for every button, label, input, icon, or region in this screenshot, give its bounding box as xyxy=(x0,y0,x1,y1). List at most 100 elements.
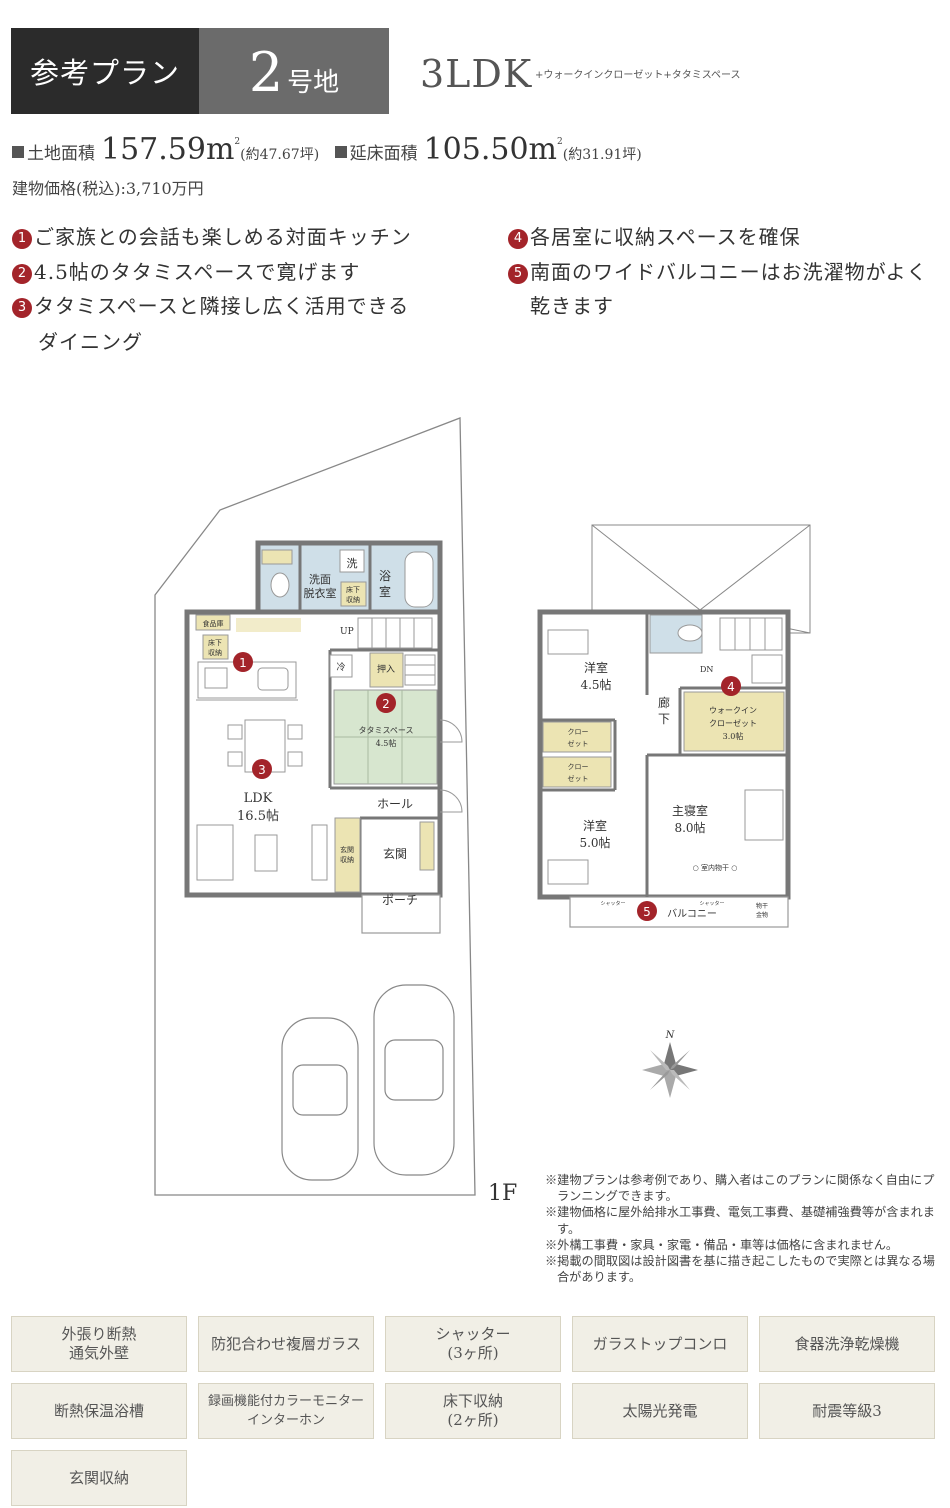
feature-text: 南面のワイドバルコニーはお洗濯物がよく xyxy=(530,260,928,284)
spec-box: 耐震等級3 xyxy=(759,1383,935,1439)
feature-item-cont: 乾きます xyxy=(530,290,614,319)
feature-number: 1 xyxy=(12,229,32,249)
spec-box: 玄関収納 xyxy=(11,1450,187,1506)
spec-box: 太陽光発電 xyxy=(572,1383,748,1439)
lot-number: 2 xyxy=(248,41,284,104)
land-area-label: 土地面積 xyxy=(27,144,95,164)
land-area-unit-sup: 2 xyxy=(234,137,241,147)
spec-box: 食器洗浄乾燥機 xyxy=(759,1316,935,1372)
corridor-label: 廊 xyxy=(658,695,670,710)
feature-text: ダイニング xyxy=(38,330,143,354)
marker-4-icon xyxy=(721,676,741,696)
floor-area-tsubo: (約31.91坪) xyxy=(562,147,642,163)
stair-up-label: UP xyxy=(340,627,354,637)
genkan-label: 玄関 xyxy=(383,846,407,861)
notes: ※建物プランは参考例であり、購入者はこのプランに関係なく自由にプランニングできま… xyxy=(545,1172,940,1285)
master-bedroom-size: 8.0帖 xyxy=(674,820,705,835)
feature-text: 乾きます xyxy=(530,294,614,318)
note-item: ※建物価格に屋外給排水工事費、電気工事費、基礎補強費等が含まれます。 xyxy=(545,1205,935,1236)
floor-area-label: 延床面積 xyxy=(349,144,418,164)
feature-number: 3 xyxy=(12,298,32,318)
compass-north-label: N xyxy=(665,1030,676,1041)
washer-label: 洗 xyxy=(347,557,358,570)
bath-label: 浴 xyxy=(379,569,391,583)
note-item: ※外構工事費・家具・家電・備品・車等は価格に含まれません。 xyxy=(545,1237,899,1252)
spec-box: 外張り断熱 通気外壁 xyxy=(11,1316,187,1372)
spec-box: シャッター (3ヶ所) xyxy=(385,1316,561,1372)
closet-label: ゼット xyxy=(568,739,589,748)
marker-1-icon xyxy=(233,652,253,672)
underfloor-label: 床下 xyxy=(208,638,222,647)
washroom-label: 脱衣室 xyxy=(304,586,337,600)
bullet-square-icon xyxy=(12,146,24,158)
tatami-size: 4.5帖 xyxy=(376,738,397,748)
hanger-label: 金物 xyxy=(756,911,768,919)
feature-number: 2 xyxy=(12,264,32,284)
fridge-label: 冷 xyxy=(336,661,345,673)
underfloor-label: 収納 xyxy=(346,595,360,604)
room-label: 洋室 xyxy=(583,818,607,833)
underfloor-label: 収納 xyxy=(208,648,222,657)
corridor-label: 下 xyxy=(658,712,670,726)
feature-item-cont: ダイニング xyxy=(38,326,143,355)
feature-text: 各居室に収納スペースを確保 xyxy=(530,225,801,249)
marker-number: 3 xyxy=(258,763,266,777)
tatami-label: タタミスペース xyxy=(358,726,413,735)
spec-box: ガラストップコンロ xyxy=(572,1316,748,1372)
underfloor-label: 床下 xyxy=(346,585,360,594)
indoor-drying-label: ○ 室内物干 ○ xyxy=(693,863,738,872)
marker-3-icon xyxy=(252,759,272,779)
car-icon xyxy=(281,984,455,1181)
layout-type: 3LDK xyxy=(420,52,533,96)
building-price: 建物価格(税込):3,710万円 xyxy=(12,179,204,198)
feature-text: 4.5帖のタタミスペースで寛げます xyxy=(34,260,361,284)
wic-size: 3.0帖 xyxy=(723,731,744,741)
hanger-label: 物干 xyxy=(756,902,768,910)
shutter-label: シャッター xyxy=(699,900,724,907)
room-size: 4.5帖 xyxy=(580,677,611,692)
wic-label: クローゼット xyxy=(709,718,757,728)
marker-number: 2 xyxy=(382,697,390,711)
porch-label: ポーチ xyxy=(382,893,418,907)
bathtub-icon xyxy=(404,551,434,608)
genkan-storage-label: 収納 xyxy=(340,855,354,864)
genkan-storage-label: 玄関 xyxy=(340,845,354,854)
room-label: 洋室 xyxy=(584,660,608,675)
stair-down-label: DN xyxy=(700,665,713,674)
note-item: ※掲載の間取図は設計図書を基に描き起こしたもので実際とは異なる場合があります。 xyxy=(545,1254,935,1285)
spec-box: 床下収納 (2ヶ所) xyxy=(385,1383,561,1439)
feature-number: 5 xyxy=(508,264,528,284)
marker-number: 5 xyxy=(643,905,651,919)
marker-5-icon xyxy=(637,901,657,921)
marker-2-icon xyxy=(376,693,396,713)
lot-suffix: 号地 xyxy=(287,68,340,98)
spec-box: 断熱保温浴槽 xyxy=(11,1383,187,1439)
master-bedroom-label: 主寝室 xyxy=(672,803,708,818)
closet-label: ゼット xyxy=(568,774,589,783)
closet-label: クロー xyxy=(568,728,589,736)
washroom-label: 洗面 xyxy=(309,573,331,586)
layout-extra: +ウォークインクローゼット+タタミスペース xyxy=(535,70,741,81)
feature-text: タタミスペースと隣接し広く活用できる xyxy=(34,294,410,318)
closet-label: クロー xyxy=(568,763,589,771)
land-area-tsubo: (約47.67坪) xyxy=(240,147,320,163)
bullet-square-icon xyxy=(334,146,347,158)
sink-icon xyxy=(257,667,289,691)
plan-label: 参考プラン xyxy=(11,28,199,114)
balcony-label: バルコニー xyxy=(667,908,717,920)
bed xyxy=(744,789,784,841)
floor-1f-label: 1F xyxy=(488,1181,517,1200)
floor-plan: 道路 1F タタミスペース 4.5帖 押入 冷 食品庫 床下 収納 UP LDK… xyxy=(154,417,811,1200)
ldk-label: LDK xyxy=(244,791,273,806)
marker-number: 1 xyxy=(239,656,247,670)
hall-label: ホール xyxy=(377,797,413,811)
feature-text: ご家族との会話も楽しめる対面キッチン xyxy=(34,225,412,249)
land-area-value: 157.59m xyxy=(101,132,235,167)
balcony xyxy=(569,896,789,928)
note-item: ※建物プランは参考例であり、購入者はこのプランに関係なく自由にプランニングできま… xyxy=(545,1173,935,1204)
